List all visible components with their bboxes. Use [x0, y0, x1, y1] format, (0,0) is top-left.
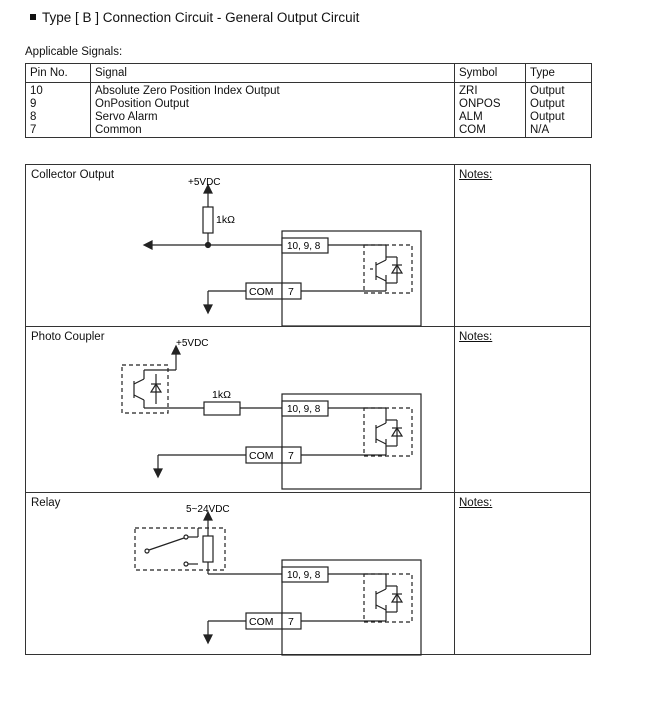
- signals-table: Pin No. Signal Symbol Type 10 Absolute Z…: [25, 63, 592, 138]
- relay-diagram: 10, 9, 8 COM 7 5~24VDC: [134, 504, 422, 656]
- cell-signal: Servo Alarm: [90, 111, 455, 124]
- com-pin-label: 7: [288, 616, 294, 628]
- cell-pin: 7: [25, 124, 91, 138]
- circuit-label-relay: Relay: [31, 497, 61, 509]
- table-header-row: Pin No. Signal Symbol Type: [25, 63, 592, 83]
- cell-type: Output: [525, 82, 592, 98]
- notes-label: Notes:: [459, 169, 493, 181]
- table-row: 7 Common COM N/A: [25, 124, 592, 138]
- com-label: COM: [249, 616, 274, 628]
- cell-symbol: ZRI: [454, 82, 526, 98]
- collector-output-diagram: 10, 9, 8 COM 7 +5VDC 1kΩ: [142, 177, 422, 326]
- header-signal: Signal: [90, 63, 455, 83]
- resistor-label: 1kΩ: [216, 214, 235, 226]
- cell-symbol: COM: [454, 124, 526, 138]
- circuit-label-collector: Collector Output: [31, 169, 115, 181]
- cell-symbol: ALM: [454, 111, 526, 124]
- supply-label: 5~24VDC: [186, 504, 230, 515]
- cell-type: Output: [525, 98, 592, 111]
- pins-label: 10, 9, 8: [287, 241, 321, 252]
- page-title: Type [ B ] Connection Circuit - General …: [30, 10, 359, 25]
- cell-pin: 9: [25, 98, 91, 111]
- title-text: Type [ B ] Connection Circuit - General …: [42, 10, 360, 25]
- cell-symbol: ONPOS: [454, 98, 526, 111]
- com-pin-label: 7: [288, 450, 294, 462]
- cell-type: Output: [525, 111, 592, 124]
- row-divider: [26, 492, 590, 493]
- row-divider: [26, 326, 590, 327]
- cell-type: N/A: [525, 124, 592, 138]
- cell-pin: 8: [25, 111, 91, 124]
- bullet-icon: [30, 14, 36, 20]
- notes-label: Notes:: [459, 497, 493, 509]
- pins-label: 10, 9, 8: [287, 570, 321, 581]
- applicable-signals-label: Applicable Signals:: [25, 46, 123, 58]
- circuit-label-photocoupler: Photo Coupler: [31, 331, 105, 343]
- cell-pin: 10: [25, 82, 91, 98]
- com-label: COM: [249, 286, 274, 298]
- circuits-panel: Collector Output Notes: Photo Coupler No…: [25, 164, 591, 656]
- com-label: COM: [249, 450, 274, 462]
- table-row: 10 Absolute Zero Position Index Output Z…: [25, 82, 592, 98]
- pins-label: 10, 9, 8: [287, 404, 321, 415]
- column-divider: [454, 165, 455, 654]
- cell-signal: Common: [90, 124, 455, 138]
- cell-signal: Absolute Zero Position Index Output: [90, 82, 455, 98]
- notes-label: Notes:: [459, 331, 493, 343]
- table-row: 8 Servo Alarm ALM Output: [25, 111, 592, 124]
- cell-signal: OnPosition Output: [90, 98, 455, 111]
- resistor-label: 1kΩ: [212, 389, 231, 401]
- photo-coupler-diagram: 10, 9, 8 COM 7 +5VDC 1kΩ: [121, 338, 422, 490]
- header-type: Type: [525, 63, 592, 83]
- supply-label: +5VDC: [176, 338, 209, 349]
- com-pin-label: 7: [288, 286, 294, 298]
- header-pin: Pin No.: [25, 63, 91, 83]
- table-row: 9 OnPosition Output ONPOS Output: [25, 98, 592, 111]
- supply-label: +5VDC: [188, 177, 221, 188]
- header-symbol: Symbol: [454, 63, 526, 83]
